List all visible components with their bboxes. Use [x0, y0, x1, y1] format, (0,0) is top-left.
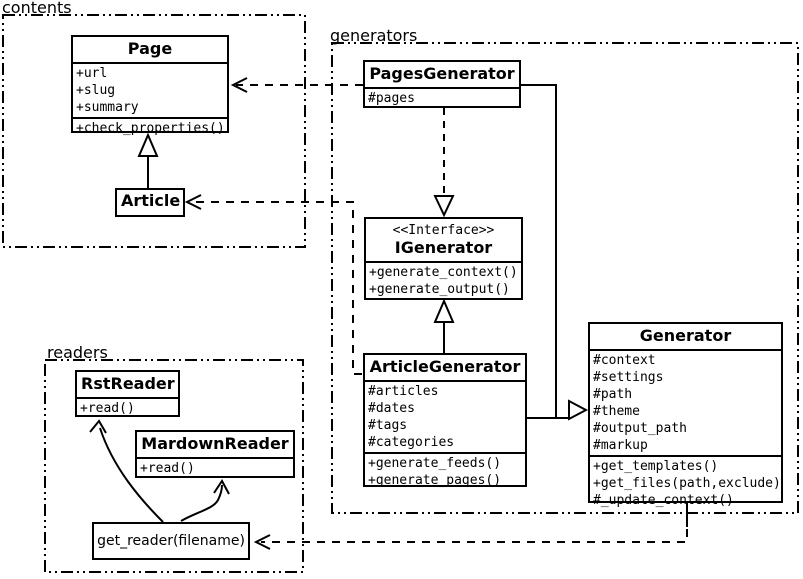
generalization-generators-to-generator — [521, 84, 589, 421]
attributes-compartment: #articles #dates #tags #categories — [365, 380, 525, 452]
member-line: +get_templates() — [593, 459, 719, 474]
member-line: #dates — [368, 401, 415, 416]
dependency-articlegenerator-to-article — [184, 194, 362, 375]
class-article: Article — [115, 188, 185, 217]
methods-compartment: +generate_context() +generate_output() — [366, 261, 521, 299]
member-line: +read() — [140, 461, 195, 476]
member-line: #settings — [593, 370, 664, 385]
member-line: +summary — [76, 100, 139, 115]
member-line: +generate_pages() — [368, 473, 502, 488]
member-line: +generate_output() — [369, 282, 510, 297]
attributes-compartment: #context #settings #path #theme #output_path… — [590, 349, 781, 455]
class-title: ArticleGenerator — [369, 357, 521, 376]
member-line: #theme — [593, 404, 640, 419]
methods-compartment: +generate_feeds() +generate_pages() — [365, 452, 525, 490]
dependency-pagesgenerator-to-page — [230, 77, 363, 93]
class-rstreader: RstReader +read() — [75, 370, 180, 417]
class-title: MardownReader — [141, 434, 289, 453]
node-get-reader: get_reader(filename) — [92, 522, 250, 560]
class-title: Generator — [639, 326, 732, 345]
methods-compartment: +get_templates() +get_files(path,exclude)… — [590, 455, 781, 510]
dependency-generator-to-getreader — [253, 503, 688, 550]
member-line: +check_properties() — [76, 121, 225, 136]
member-line: +url — [76, 66, 108, 81]
member-line: #articles — [368, 384, 439, 399]
package-border-readers — [44, 359, 304, 573]
member-line: #context — [593, 353, 656, 368]
class-mardownreader: MardownReader +read() — [135, 430, 295, 478]
methods-compartment: +check_properties() — [73, 117, 227, 138]
member-line: #_update_context() — [593, 493, 734, 508]
member-line: #categories — [368, 435, 455, 450]
class-pagesgenerator: PagesGenerator #pages — [363, 60, 521, 108]
member-line: +generate_feeds() — [368, 456, 502, 471]
member-line: +generate_context() — [369, 265, 518, 280]
arrow-getreader-to-rstreader — [89, 419, 164, 523]
class-title: RstReader — [81, 374, 175, 393]
generalization-article-to-page — [137, 132, 159, 188]
member-line: #pages — [368, 91, 415, 106]
interface-stereotype: <<Interface>> — [392, 223, 495, 238]
class-title: IGenerator — [394, 238, 493, 257]
realization-pagesgenerator-to-igenerator — [433, 108, 455, 218]
methods-compartment: +read() — [77, 397, 178, 418]
member-line: #path — [593, 387, 633, 402]
class-articlegenerator: ArticleGenerator #articles #dates #tags #ca… — [363, 353, 527, 490]
class-title: PagesGenerator — [369, 64, 515, 83]
attributes-compartment: +url +slug +summary — [73, 62, 227, 117]
methods-compartment: +read() — [137, 457, 293, 478]
class-title: Article — [121, 191, 181, 210]
package-border-contents — [2, 14, 306, 248]
class-page: Page +url +slug +summary +check_properties… — [71, 35, 229, 136]
member-line: +read() — [80, 401, 135, 416]
class-igenerator: <<Interface>> IGenerator +generate_conte… — [364, 217, 523, 300]
member-line: #tags — [368, 418, 408, 433]
member-line: +slug — [76, 83, 116, 98]
class-generator: Generator #context #settings #path #theme #o… — [588, 322, 783, 508]
attributes-compartment: #pages — [365, 87, 519, 108]
generalization-articlegenerator-to-igenerator — [433, 298, 455, 353]
package-label-generators: generators — [330, 26, 418, 45]
arrow-getreader-to-mardownreader — [180, 479, 230, 522]
package-border-generators — [331, 42, 799, 514]
member-line: +get_files(path,exclude) — [593, 476, 781, 491]
package-label-contents: contents — [2, 0, 72, 17]
member-line: #output_path — [593, 421, 687, 436]
member-line: #markup — [593, 438, 648, 453]
class-title: Page — [127, 39, 173, 58]
package-label-readers: readers — [47, 343, 108, 362]
